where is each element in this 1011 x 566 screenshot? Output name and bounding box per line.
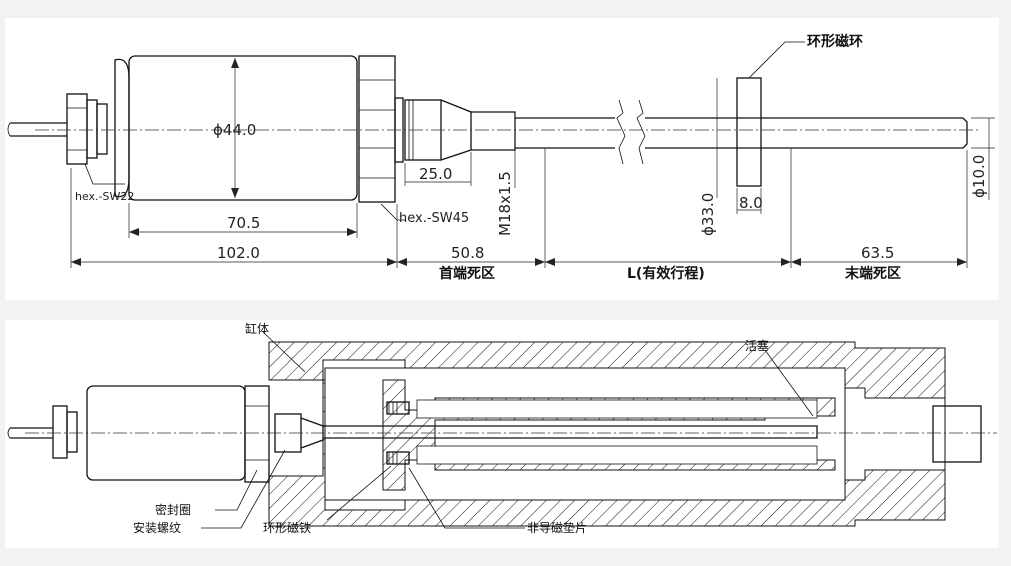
dim-rod-diameter: ϕ10.0 [970,155,988,198]
dim-body-diameter: ϕ44.0 [213,121,256,139]
dim-tail-dead: 63.5 [861,244,894,262]
label-piston: 活塞 [745,338,769,353]
dim-thread-spec: M18x1.5 [496,171,514,236]
dim-magnet-width: 8.0 [739,194,763,212]
cable [10,122,67,137]
small-hex-nut [66,93,88,165]
installation-drawing-svg: 缸体 活塞 密封圈 安装螺纹 环形磁铁 非导磁垫片 [7,321,997,535]
dimension-drawing-svg: ϕ44.0 70.5 102.0 25.0 M18x1.5 50.8 63.5 … [7,33,995,282]
label-magnet-ring: 环形磁环 [807,33,863,50]
label-ring-magnet: 环形磁铁 [263,520,311,535]
label-cylinder: 缸体 [245,321,269,336]
label-hex-large: hex.-SW45 [399,211,469,226]
small-hex-nut [52,405,68,459]
sensor-body [128,55,358,201]
label-tail-dead-zone: 末端死区 [845,265,901,282]
body-end-cap [114,58,130,198]
probe-rod [515,117,615,149]
label-stroke: L(有效行程) [627,265,705,282]
dim-magnet-diameter: ϕ33.0 [699,193,717,236]
label-non-magnetic-pad: 非导磁垫片 [527,520,587,535]
cylinder-installation-drawing: 缸体 活塞 密封圈 安装螺纹 环形磁铁 非导磁垫片 [5,320,999,548]
label-seal-ring: 密封圈 [155,502,191,517]
dim-total-head: 102.0 [217,244,260,262]
label-head-dead-zone: 首端死区 [439,265,495,282]
end-plug [932,405,982,463]
sensor-dimension-drawing: ϕ44.0 70.5 102.0 25.0 M18x1.5 50.8 63.5 … [5,18,999,300]
ring-magnet-bottom [386,451,410,465]
dim-body-length: 70.5 [227,214,260,232]
large-hex-nut [358,55,396,203]
large-hex-nut [244,385,270,483]
magnet-ring [736,77,762,187]
ring-magnet-top [386,401,410,415]
label-hex-small: hex.-SW22 [75,190,134,203]
dim-head-dead: 50.8 [451,244,484,262]
dim-thread-length: 25.0 [419,165,452,183]
label-mount-thread: 安装螺纹 [133,520,181,535]
